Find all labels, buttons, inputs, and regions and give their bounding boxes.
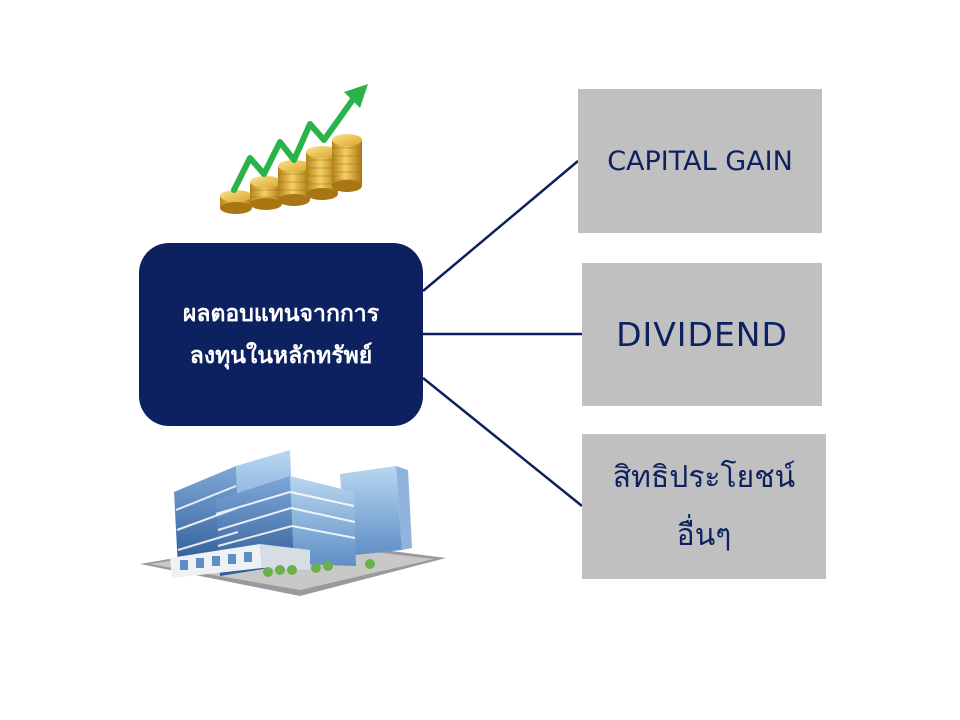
center-node-returns-on-securities: ผลตอบแทนจากการ ลงทุนในหลักทรัพย์ xyxy=(139,243,423,426)
outcome-node-dividend: DIVIDEND xyxy=(582,263,822,406)
outcome-node-capital-gain: CAPITAL GAIN xyxy=(578,89,822,233)
connector-line-other-benefits xyxy=(422,377,583,507)
rising-coins-chart-icon xyxy=(220,84,368,214)
center-node-line-1: ผลตอบแทนจากการ xyxy=(182,300,380,327)
outcome-label-other-benefits-line-2: อื่นๆ xyxy=(676,517,732,553)
center-node-line-2: ลงทุนในหลักทรัพย์ xyxy=(189,342,373,369)
outcome-label-other-benefits-line-1: สิทธิประโยชน์ xyxy=(612,459,796,495)
connector-line-capital-gain xyxy=(422,160,579,292)
outcome-node-other-benefits: สิทธิประโยชน์ อื่นๆ xyxy=(582,434,826,579)
office-building-icon xyxy=(140,450,446,596)
outcome-label-dividend: DIVIDEND xyxy=(616,315,788,354)
outcome-label-capital-gain: CAPITAL GAIN xyxy=(607,145,793,177)
